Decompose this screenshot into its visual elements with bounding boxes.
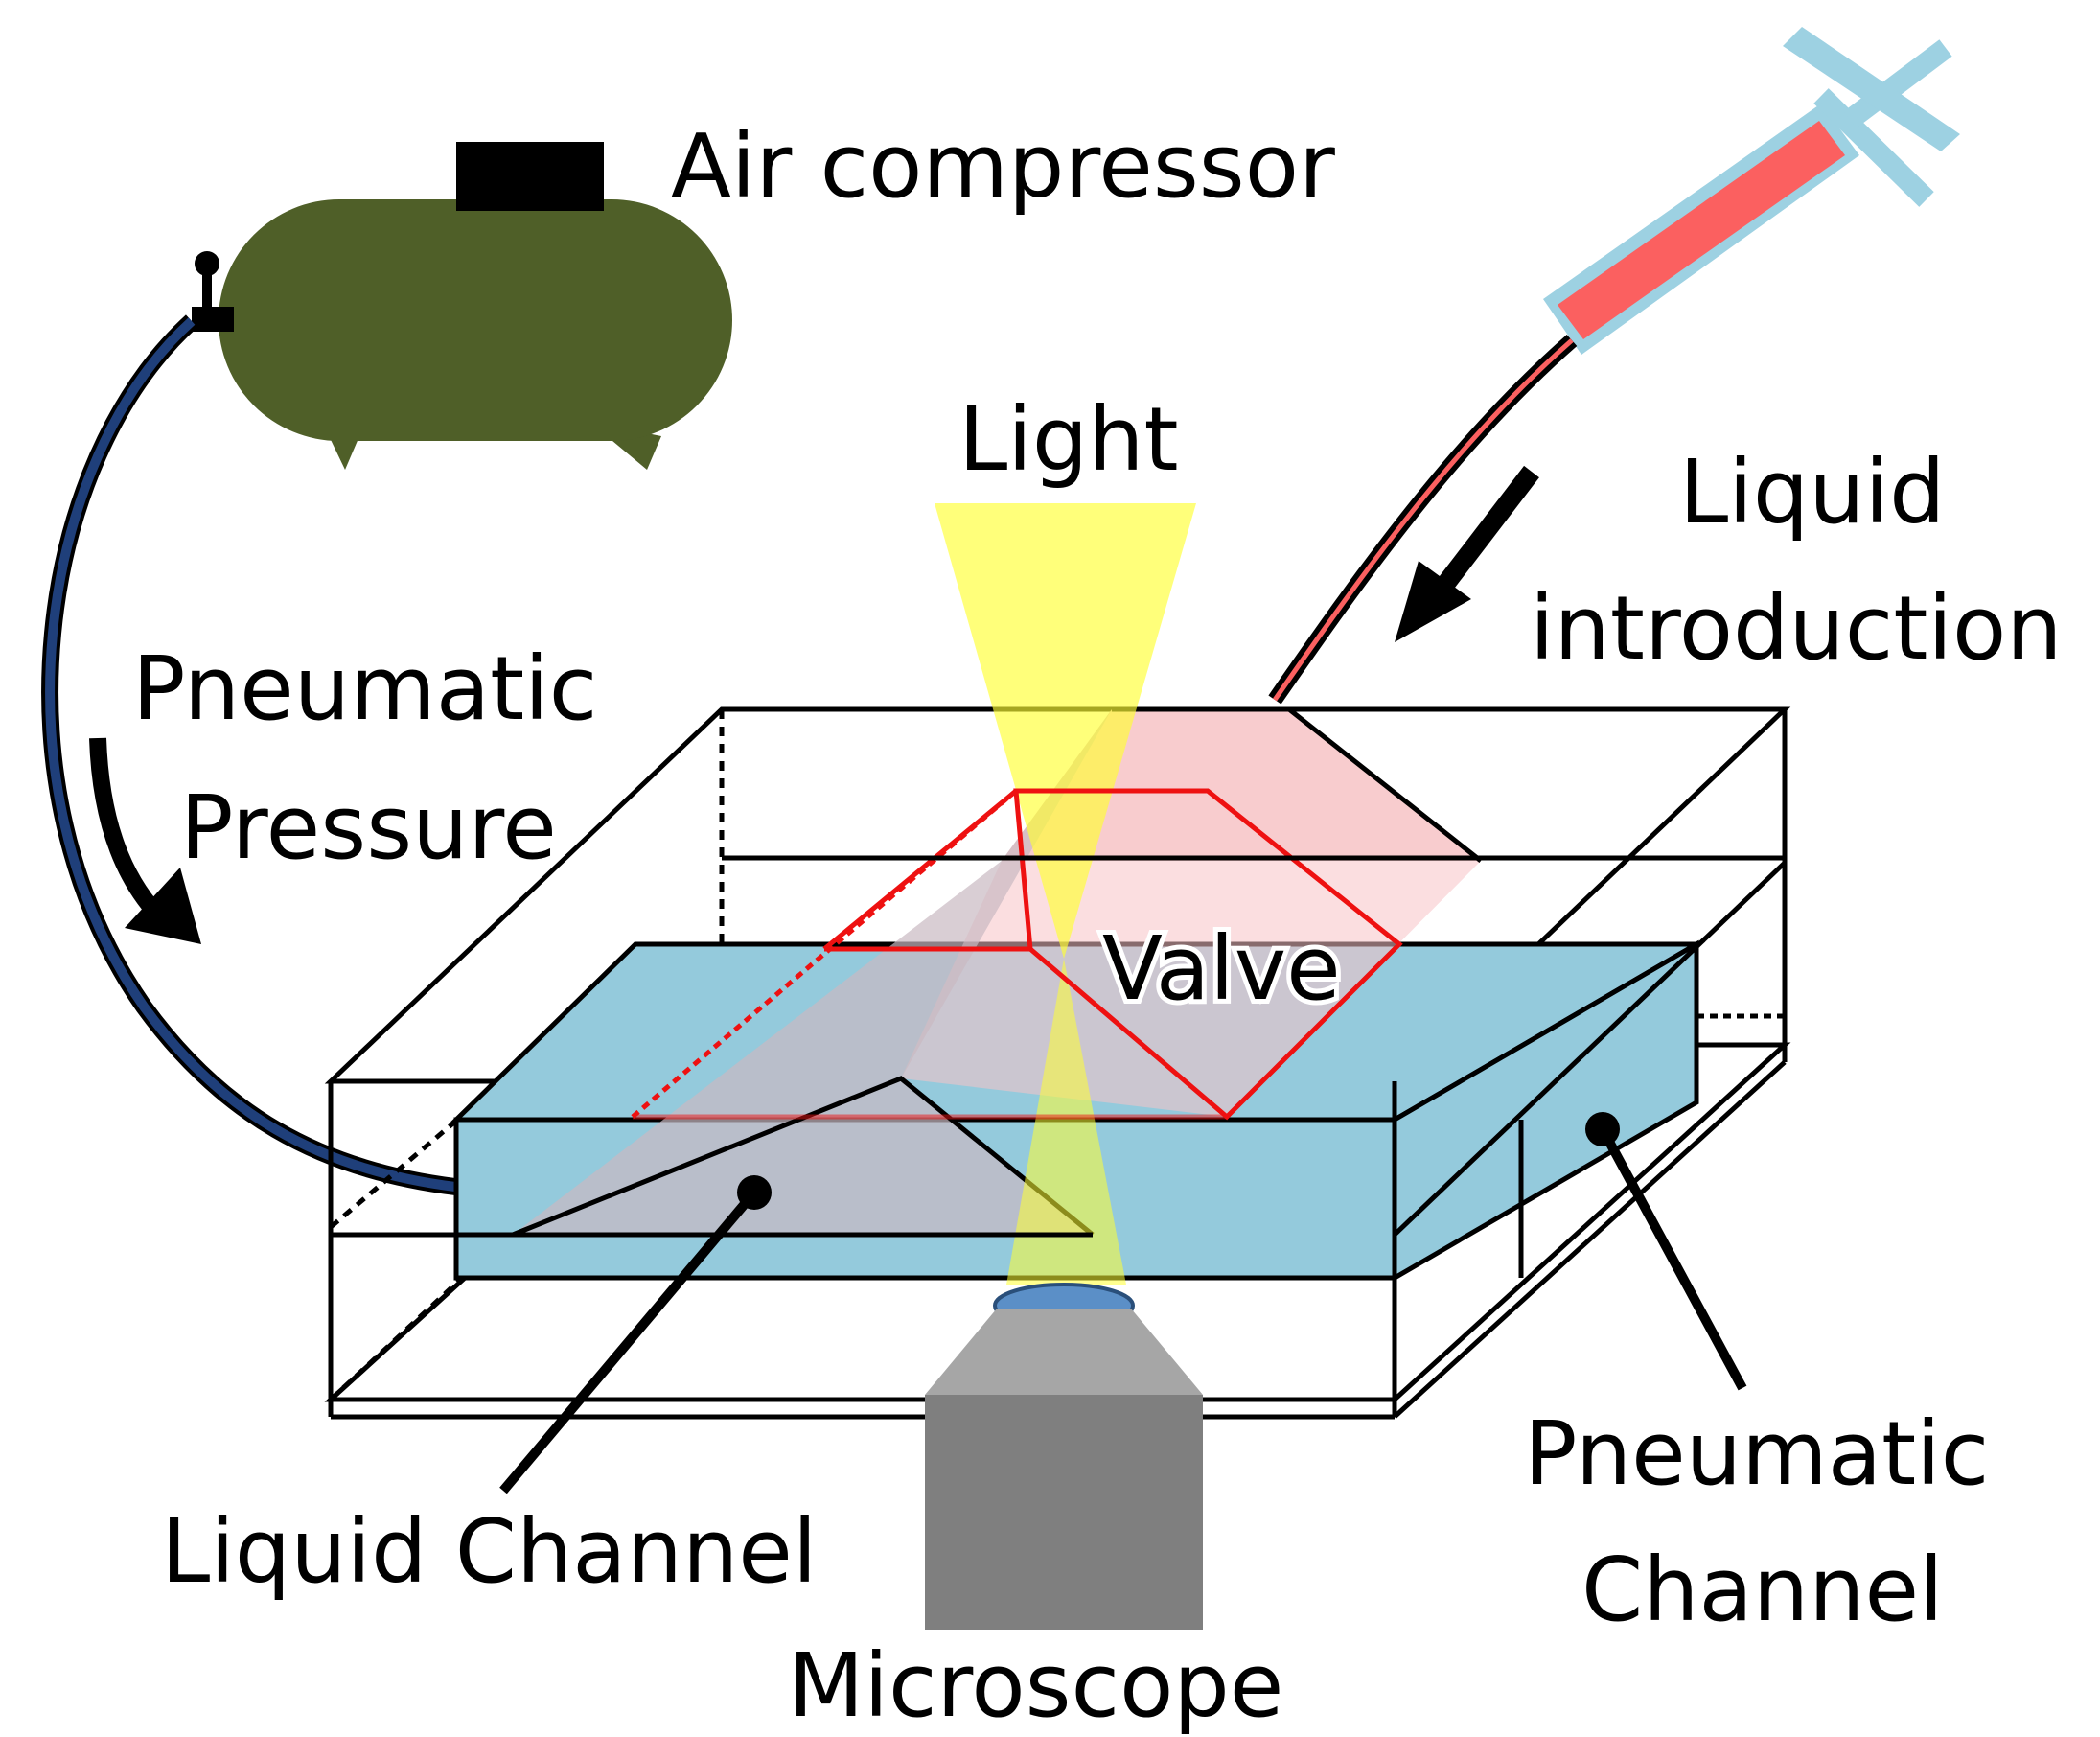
label-microscope: Microscope xyxy=(788,1634,1283,1737)
microscope-icon xyxy=(925,1283,1203,1630)
light-beam xyxy=(935,503,1196,1285)
label-pneumatic-channel-1: Pneumatic xyxy=(1524,1402,1989,1505)
label-pneumatic-pressure-2: Pressure xyxy=(180,776,557,879)
liquid-introduction-arrow-icon xyxy=(1430,465,1539,601)
label-air-compressor: Air compressor xyxy=(671,115,1335,218)
label-liquid-channel: Liquid Channel xyxy=(161,1500,817,1603)
label-light: Light xyxy=(958,388,1179,491)
air-compressor-icon xyxy=(192,142,732,470)
syringe-icon xyxy=(1543,27,1960,355)
label-liquid-introduction-1: Liquid xyxy=(1679,441,1945,544)
pointer-lines xyxy=(499,1112,1747,1494)
label-valve: Valve xyxy=(1102,917,1341,1020)
pneumatic-pressure-arrow-icon xyxy=(89,737,170,927)
label-pneumatic-pressure-1: Pneumatic xyxy=(132,637,597,740)
chip-front-edges xyxy=(328,855,1787,1417)
label-liquid-introduction-2: introduction xyxy=(1530,577,2063,680)
valve-outline xyxy=(631,788,1403,1121)
air-tube xyxy=(41,314,457,1195)
needle-tube xyxy=(1268,334,1578,705)
label-pneumatic-channel-2: Channel xyxy=(1581,1539,1944,1641)
